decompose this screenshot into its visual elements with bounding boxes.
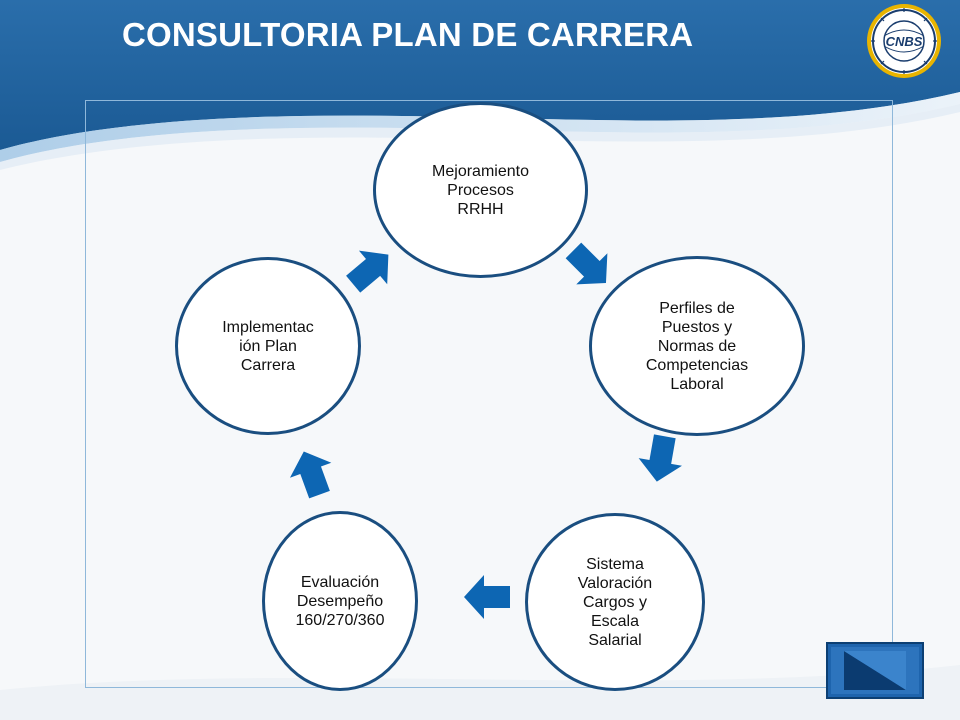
- end-show-button[interactable]: [826, 642, 924, 699]
- node-label: Sistema Valoración Cargos y Escala Salar…: [577, 555, 653, 649]
- cnbs-logo: CNBS: [862, 2, 946, 80]
- node-perfiles-puestos: Perfiles de Puestos y Normas de Competen…: [589, 256, 805, 436]
- slide-title: CONSULTORIA PLAN DE CARRERA: [122, 16, 694, 53]
- node-label: Implementac ión Plan Carrera: [222, 318, 314, 374]
- node-implementacion-plan: Implementac ión Plan Carrera: [175, 257, 361, 435]
- node-mejoramiento-procesos: Mejoramiento Procesos RRHH: [373, 102, 588, 278]
- logo-text: CNBS: [886, 34, 923, 49]
- node-evaluacion-desempeno: Evaluación Desempeño 160/270/360: [262, 511, 418, 691]
- node-label: Evaluación Desempeño 160/270/360: [295, 573, 385, 629]
- diagram-frame: [85, 100, 893, 688]
- node-label: Perfiles de Puestos y Normas de Competen…: [645, 299, 749, 393]
- node-sistema-valoracion: Sistema Valoración Cargos y Escala Salar…: [525, 513, 705, 691]
- node-label: Mejoramiento Procesos RRHH: [432, 162, 529, 218]
